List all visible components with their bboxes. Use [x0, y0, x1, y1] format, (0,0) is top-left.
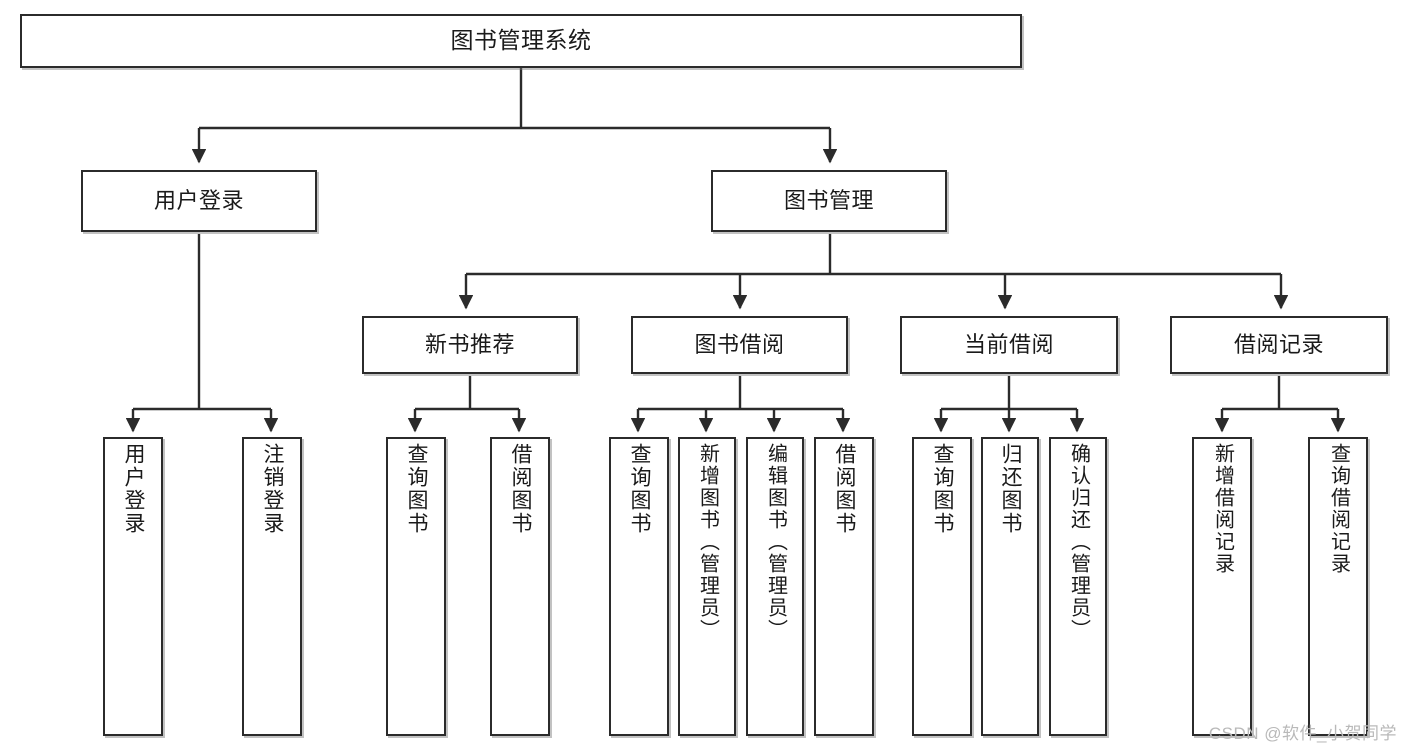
- node-label: 新增图书（管理员）: [696, 443, 719, 641]
- leaf-confirm-return[interactable]: 确认归还（管理员）: [1049, 437, 1107, 736]
- node-label: 查询图书: [405, 443, 429, 535]
- node-label: 新书推荐: [424, 331, 515, 357]
- leaf-add-borrow-record[interactable]: 新增借阅记录: [1192, 437, 1252, 736]
- node-label: 借阅记录: [1233, 331, 1324, 357]
- node-label: 用户登录: [122, 443, 146, 535]
- node-label: 归还图书: [999, 443, 1023, 535]
- leaf-logout-login[interactable]: 注销登录: [242, 437, 302, 736]
- node-label: 注销登录: [261, 443, 285, 535]
- node-label: 新增借阅记录: [1211, 443, 1234, 575]
- node-new-book-recommend[interactable]: 新书推荐: [362, 316, 578, 374]
- leaf-user-login[interactable]: 用户登录: [103, 437, 163, 736]
- leaf-query-borrow-record[interactable]: 查询借阅记录: [1308, 437, 1368, 736]
- csdn-watermark: CSDN @软件_小贺同学: [1208, 724, 1397, 743]
- leaf-borrow-book-borrow[interactable]: 借阅图书: [814, 437, 874, 736]
- leaf-query-book-borrow[interactable]: 查询图书: [609, 437, 669, 736]
- node-label: 图书借阅: [694, 331, 785, 357]
- node-label: 借阅图书: [833, 443, 857, 535]
- node-label: 图书管理: [783, 187, 874, 213]
- node-user-login[interactable]: 用户登录: [81, 170, 317, 232]
- node-label: 当前借阅: [963, 331, 1054, 357]
- leaf-edit-book[interactable]: 编辑图书（管理员）: [746, 437, 804, 736]
- leaf-query-book-current[interactable]: 查询图书: [912, 437, 972, 736]
- leaf-borrow-book-recommend[interactable]: 借阅图书: [490, 437, 550, 736]
- node-current-borrow[interactable]: 当前借阅: [900, 316, 1118, 374]
- node-label: 查询图书: [628, 443, 652, 535]
- node-book-borrow[interactable]: 图书借阅: [631, 316, 848, 374]
- node-root-book-management-system[interactable]: 图书管理系统: [20, 14, 1022, 68]
- node-label: 查询图书: [931, 443, 955, 535]
- node-label: 确认归还（管理员）: [1067, 443, 1090, 641]
- leaf-return-book[interactable]: 归还图书: [981, 437, 1039, 736]
- node-label: 图书管理系统: [450, 27, 592, 54]
- node-label: 用户登录: [153, 187, 244, 213]
- node-label: 查询借阅记录: [1327, 443, 1350, 575]
- node-label: 借阅图书: [509, 443, 533, 535]
- leaf-query-book-recommend[interactable]: 查询图书: [386, 437, 446, 736]
- node-book-manage[interactable]: 图书管理: [711, 170, 947, 232]
- leaf-add-book[interactable]: 新增图书（管理员）: [678, 437, 736, 736]
- node-label: 编辑图书（管理员）: [764, 443, 787, 641]
- node-borrow-record[interactable]: 借阅记录: [1170, 316, 1388, 374]
